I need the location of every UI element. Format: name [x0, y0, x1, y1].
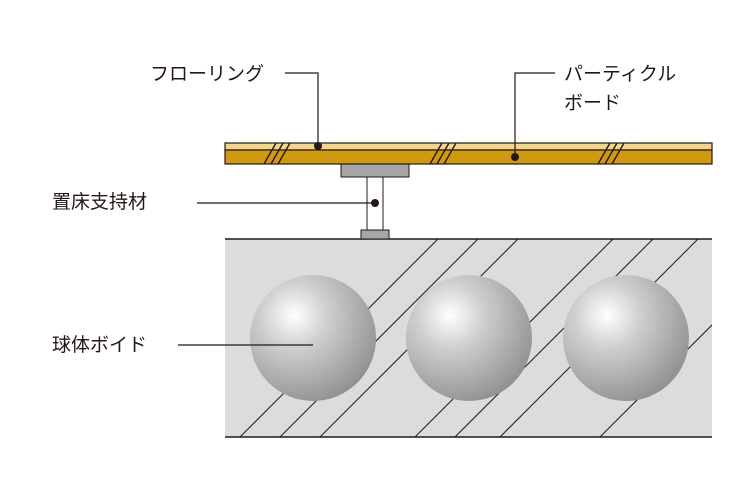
label-particle-board-2: ボード — [564, 92, 622, 114]
label-void: 球体ボイド — [52, 334, 148, 356]
flooring-leader — [285, 72, 319, 146]
label-support: 置床支持材 — [52, 191, 148, 213]
sphere-void-3 — [563, 275, 689, 401]
board-dot — [511, 153, 519, 161]
flooring-dot — [314, 142, 322, 150]
board-leader — [514, 72, 555, 157]
label-flooring: フローリング — [150, 63, 265, 85]
sphere-void-2 — [406, 275, 532, 401]
support-dot — [371, 199, 379, 207]
sphere-void-1 — [250, 275, 376, 401]
label-particle-board-1: パーティクル — [564, 63, 677, 85]
floor-panels — [224, 142, 713, 165]
